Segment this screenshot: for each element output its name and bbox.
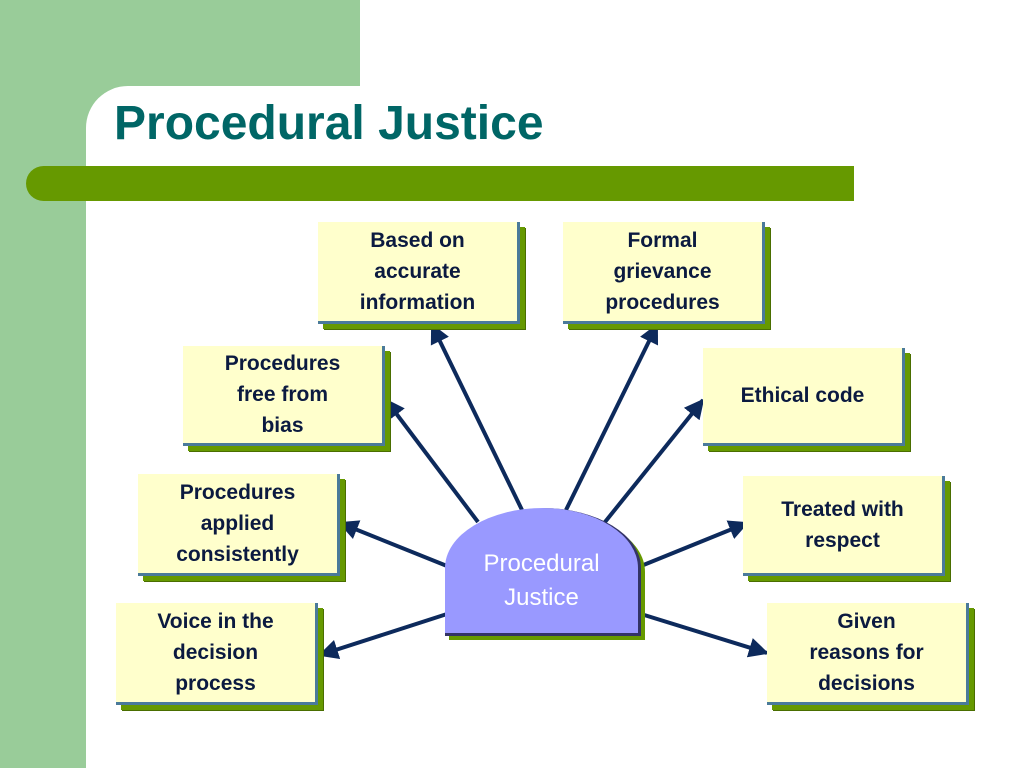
box-treated-with-respect: Treated with respect xyxy=(743,476,945,576)
title-underline-bar xyxy=(26,166,854,201)
box-given-reasons: Given reasons for decisions xyxy=(767,603,969,705)
arrow-to-accurate-info xyxy=(430,323,524,511)
box-formal-grievance: Formal grievance procedures xyxy=(563,222,765,324)
background-green-column xyxy=(0,0,86,768)
arrow-to-respect xyxy=(640,520,749,568)
arrow-to-voice xyxy=(318,612,448,659)
box-voice-in-decision: Voice in the decision process xyxy=(116,603,318,705)
arrow-to-reasons xyxy=(640,612,769,658)
box-ethical-code: Ethical code xyxy=(703,348,905,446)
arrow-to-ethical xyxy=(603,398,705,524)
box-free-from-bias: Procedures free from bias xyxy=(183,346,385,446)
arrow-to-free-bias xyxy=(384,398,480,524)
arrow-to-grievance xyxy=(564,323,659,511)
box-accurate-information: Based on accurate information xyxy=(318,222,520,324)
arrow-to-applied xyxy=(338,520,448,568)
box-applied-consistently: Procedures applied consistently xyxy=(138,474,340,576)
slide-title: Procedural Justice xyxy=(114,97,544,150)
center-procedural-justice: Procedural Justice xyxy=(445,508,641,636)
